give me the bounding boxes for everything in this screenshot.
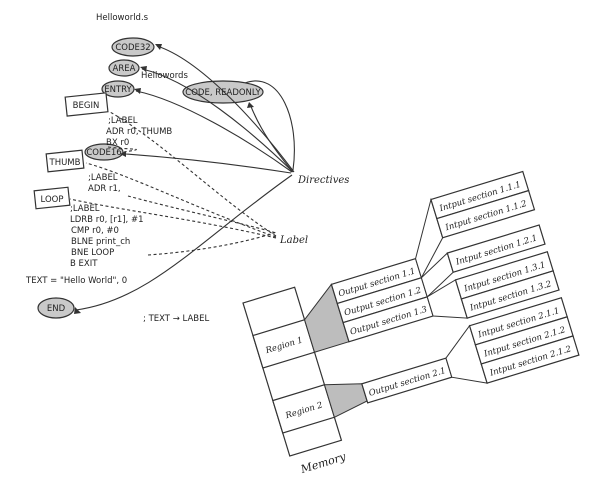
thumb-label: THUMB [49,158,81,168]
loop-label: LOOP [41,195,64,205]
text-definition: TEXT = "Hello World", 0 [25,276,127,286]
loop-box [33,186,71,210]
loop-line-2: LDRB r0, [r1], #1 [70,215,144,225]
memory-label: Memory [298,450,348,476]
code16-label: CODE16 [86,148,121,158]
arrow-to-code-readonly [249,103,293,172]
input-section-1-2-1 [446,224,546,273]
dash-loop-ref [147,231,277,256]
begin-line-2: ADR r0, THUMB [106,127,172,137]
area-ellipse [108,59,140,77]
begin-box [64,92,109,117]
arrow-to-code16 [125,153,292,174]
directives-label: Directives [297,175,349,186]
entry-label: ENTRY [104,85,132,95]
input-section-1-3-2 [460,270,560,319]
input-section-1-1-2 [436,189,536,239]
loop-line-6: B EXIT [70,259,98,269]
loop-line-1: ;LABEL [70,204,100,214]
code32-label: CODE32 [115,43,150,53]
directive-arrows [74,44,295,314]
thumb-line-2: ADR r1, [88,184,121,194]
input-section-2-1-3 [480,335,580,384]
file-title: Helloworld.s [96,13,149,23]
code-readonly-label: CODE, READONLY [185,88,261,98]
begin-line-3: BX r0 [106,138,129,148]
arrow-to-entry [135,90,293,173]
arrow-to-end [75,174,293,311]
arrow-to-code32 [156,45,295,173]
dash-thumb-ref [107,146,137,153]
assembler-diagram: Helloworld.s CODE32 AREA Hellowords ENTR… [25,13,349,324]
dash-to-thumb [85,162,277,238]
begin-label: BEGIN [73,101,100,111]
end-label: END [47,304,66,314]
loop-line-3: CMP r0, #0 [71,226,119,236]
dash-to-begin [109,111,277,237]
memory-diagram: Region 1 Region 2 Memory Output section … [242,170,580,476]
dash-adr-ref [127,195,277,234]
code32-ellipse [111,37,155,57]
dash-to-loop [69,198,277,239]
end-ellipse [37,297,75,319]
arrow-to-area [141,68,294,173]
area-label: AREA [113,64,136,74]
begin-line-1: ;LABEL [108,116,138,126]
label-label: Label [279,235,308,246]
loop-line-4: BLNE print_ch [71,237,130,247]
label-arrows [69,111,277,256]
thumb-box [45,149,85,173]
loop-line-5: BNE LOOP [71,248,114,258]
text-label-note: ; TEXT → LABEL [143,314,209,324]
thumb-line-1: ;LABEL [88,173,118,183]
arrow-to-code-readonly-2 [244,80,295,171]
